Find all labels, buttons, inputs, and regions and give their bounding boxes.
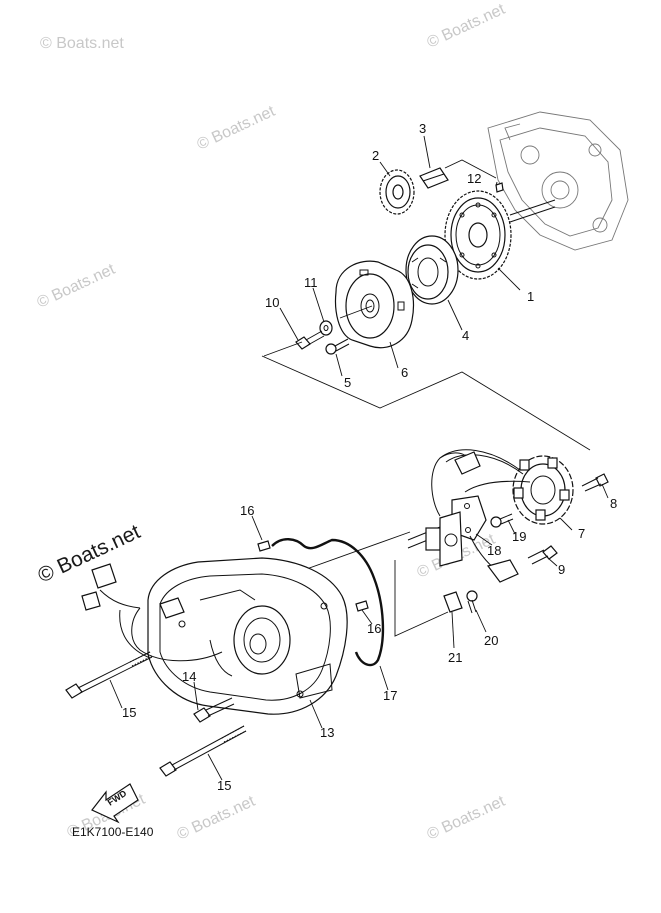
callout-10: 10 — [265, 295, 279, 310]
bolt-8 — [581, 473, 609, 492]
dowel-pin-16-upper — [257, 540, 271, 552]
callout-13: 13 — [320, 725, 334, 740]
flywheel-rotor-6 — [334, 260, 415, 349]
gasket-17 — [271, 538, 385, 667]
screw-19 — [490, 513, 514, 528]
bolt-14 — [193, 697, 235, 723]
callout-16-upper: 16 — [240, 503, 254, 518]
callout-15-upper: 15 — [122, 705, 136, 720]
woodruff-key-12 — [495, 182, 504, 193]
starter-gear-1 — [444, 190, 512, 280]
watermark-upper-mid: © Boats.net — [195, 103, 279, 154]
watermark-top-left: © Boats.net — [40, 35, 124, 52]
callout-20: 20 — [484, 633, 498, 648]
stator-wiring — [431, 449, 531, 517]
callout-12: 12 — [467, 171, 481, 186]
shaft-3 — [419, 167, 449, 189]
callout-21: 21 — [448, 650, 462, 665]
drawing-code: E1K7100-E140 — [72, 825, 154, 839]
callout-6: 6 — [401, 365, 408, 380]
watermark-mid-left: © Boats.net — [35, 261, 119, 312]
idler-gear-2 — [379, 169, 415, 215]
dowel-pin-16-lower — [355, 600, 369, 612]
crankshaft-stub — [407, 511, 463, 567]
leader-lines — [109, 135, 609, 781]
callout-7: 7 — [578, 526, 585, 541]
callout-9: 9 — [558, 562, 565, 577]
crankcase-fragment — [487, 111, 629, 251]
callout-8: 8 — [610, 496, 617, 511]
callout-18: 18 — [487, 543, 501, 558]
cover-wiring — [81, 563, 223, 662]
callout-14: 14 — [182, 669, 196, 684]
callout-16-lower: 16 — [367, 621, 381, 636]
callout-1: 1 — [527, 289, 534, 304]
callout-2: 2 — [372, 148, 379, 163]
bolt-20 — [466, 590, 478, 614]
callout-4: 4 — [462, 328, 469, 343]
callout-11: 11 — [304, 275, 318, 290]
starter-clutch-4 — [405, 235, 459, 305]
watermark-prominent: © Boats.net — [34, 520, 144, 587]
callout-19: 19 — [512, 529, 526, 544]
stator-7 — [512, 455, 574, 525]
watermark-top-right: © Boats.net — [425, 1, 509, 52]
callout-17: 17 — [383, 688, 397, 703]
callout-15-lower: 15 — [217, 778, 231, 793]
watermark-bottom-mid: © Boats.net — [175, 793, 259, 844]
callout-5: 5 — [344, 375, 351, 390]
bolt-10 — [295, 330, 325, 350]
washer-11 — [319, 320, 333, 336]
long-bolt-15-upper — [65, 651, 153, 699]
assembly-lines — [261, 159, 591, 451]
generator-cover-13 — [147, 557, 348, 715]
watermark-layer: © Boats.net © Boats.net © Boats.net © Bo… — [34, 1, 508, 844]
callout-labels: 1 2 3 4 5 6 7 8 9 10 11 12 13 14 15 15 1… — [122, 121, 617, 793]
watermark-bottom-right: © Boats.net — [425, 793, 509, 844]
bolt-9 — [527, 545, 558, 565]
callout-3: 3 — [419, 121, 426, 136]
screw-5 — [325, 338, 350, 355]
clamp-21 — [443, 591, 463, 613]
long-bolt-15-lower — [159, 725, 247, 777]
